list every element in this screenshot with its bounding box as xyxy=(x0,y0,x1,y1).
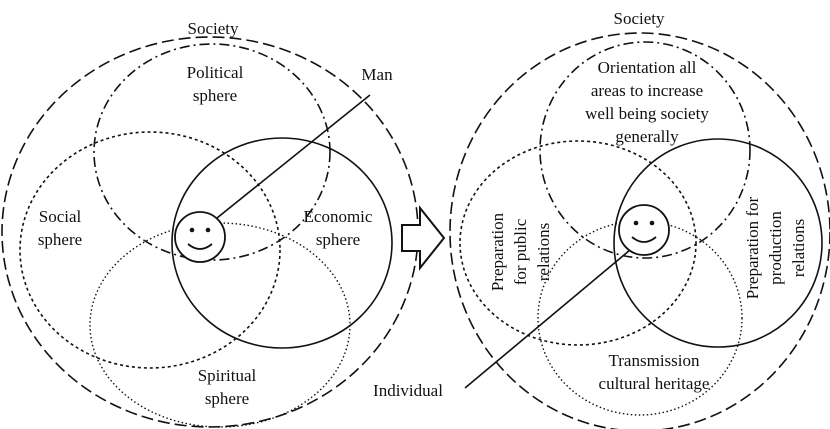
right-right-label-line2: production xyxy=(766,211,785,285)
right-top-label-line2: areas to increase xyxy=(591,81,703,100)
left-social-circle xyxy=(19,131,281,369)
right-society-label: Society xyxy=(614,9,665,28)
right-smiley-icon xyxy=(618,204,670,256)
right-right-label-line1: Preparation for xyxy=(743,196,762,299)
right-right-label: Preparation for production relations xyxy=(743,196,808,299)
right-right-circle xyxy=(613,138,823,348)
left-society-label: Society xyxy=(188,19,239,38)
left-economic-circle xyxy=(171,137,393,349)
right-individual-pointer xyxy=(464,249,631,389)
right-left-circle xyxy=(459,140,697,346)
left-social-label-line2: sphere xyxy=(38,230,82,249)
left-social-label-line1: Social xyxy=(39,207,82,226)
right-top-label-line4: generally xyxy=(615,127,679,146)
right-left-label: Preparation for public relations xyxy=(488,212,553,291)
right-bottom-label-line1: Transmission xyxy=(608,351,700,370)
left-man-pointer xyxy=(211,94,371,223)
left-diagram: Society Political sphere Social sphere E… xyxy=(1,19,419,428)
left-man-label: Man xyxy=(361,65,393,84)
right-individual-label: Individual xyxy=(373,381,443,400)
transition-arrow-icon xyxy=(401,205,446,271)
right-top-label-line1: Orientation all xyxy=(598,58,697,77)
left-economic-label-line1: Economic xyxy=(304,207,373,226)
right-left-label-line3: relations xyxy=(534,223,553,282)
right-top-circle xyxy=(539,41,751,259)
right-left-label-line2: for public xyxy=(511,218,530,285)
right-right-label-line3: relations xyxy=(789,219,808,278)
left-economic-label-line2: sphere xyxy=(316,230,360,249)
right-diagram: Society Orientation all areas to increas… xyxy=(373,9,830,429)
right-top-label-line3: well being society xyxy=(585,104,709,123)
right-left-label-line1: Preparation xyxy=(488,212,507,291)
left-smiley-icon xyxy=(174,211,226,263)
left-political-label-line1: Political xyxy=(187,63,244,82)
left-spiritual-label-line2: sphere xyxy=(205,389,249,408)
left-political-label-line2: sphere xyxy=(193,86,237,105)
right-bottom-label-line2: cultural heritage xyxy=(599,374,710,393)
left-spiritual-label-line1: Spiritual xyxy=(198,366,257,385)
left-political-circle xyxy=(93,43,331,261)
